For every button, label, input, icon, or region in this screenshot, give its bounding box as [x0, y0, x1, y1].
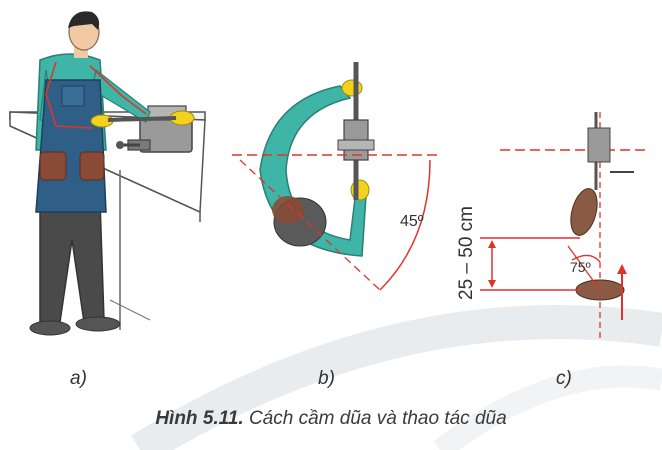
vise-top-view [337, 62, 375, 200]
dim-arrow-head-bottom [488, 280, 496, 288]
figure-caption: Hình 5.11. Cách cầm dũa và thao tác dũa [0, 408, 662, 430]
shoulder-patch [272, 196, 304, 224]
figure-number: Hình 5.11. [155, 408, 244, 429]
panel-label-c: c) [556, 368, 572, 389]
direction-arrow-head [617, 264, 627, 274]
panel-b-top-view: 45º [232, 62, 440, 291]
angle-arc-75 [571, 254, 601, 263]
vise-small [587, 112, 634, 190]
posture-lines [45, 61, 147, 129]
hand-file [107, 116, 177, 122]
background-arcs [131, 305, 662, 450]
worker-shoes [29, 316, 121, 336]
panel-label-b: b) [318, 368, 335, 389]
dim-arrow-head-top [488, 240, 496, 248]
panel-label-a: a) [70, 368, 87, 389]
panel-a-worker-illustration [9, 11, 206, 336]
angle-label-45: 45º [400, 213, 424, 230]
figure-caption-text: Cách cầm dũa và thao tác dũa [243, 408, 507, 429]
worker-apron [35, 79, 107, 213]
worker-pants [39, 199, 105, 323]
worker-head [68, 11, 100, 58]
body-axis-line [239, 159, 381, 291]
angle-arc-45 [379, 159, 431, 291]
distance-label: 25 – 50 cm [456, 206, 477, 300]
angle-ray [567, 245, 601, 291]
panel-c-foot-position: 25 – 50 cm 75º [456, 112, 650, 340]
worker-gloves [90, 110, 195, 128]
angle-label-75: 75º [570, 259, 591, 275]
front-foot [570, 188, 598, 236]
glove-top [341, 79, 363, 97]
